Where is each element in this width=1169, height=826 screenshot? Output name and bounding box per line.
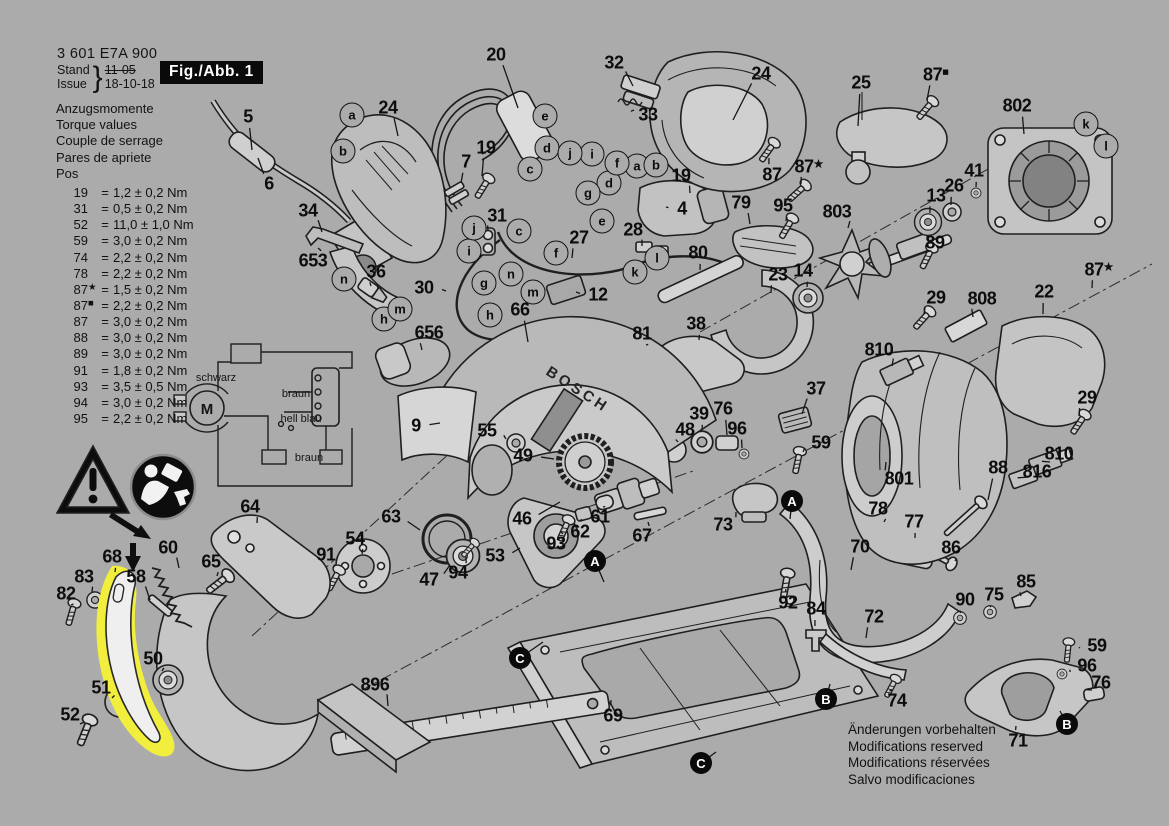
cable-27 (496, 231, 725, 276)
torque-row: 19=1,2 ± 0,2 Nm (73, 185, 188, 200)
torque-heading-line: Anzugsmomente (56, 101, 154, 116)
cover-25 (755, 92, 948, 206)
detail-arrow-icon (109, 512, 151, 572)
lever-64 (202, 514, 331, 619)
part-number: 3 601 E7A 900 (57, 46, 158, 62)
figure-label: Fig./Abb. 1 (160, 61, 263, 84)
torque-heading-line: Torque values (56, 117, 137, 133)
switch-assembly (635, 179, 730, 256)
stand-label: Stand (57, 63, 90, 77)
torque-row: 87★=1,5 ± 0,2 Nm (73, 281, 188, 297)
clamp-7 (443, 170, 498, 205)
torque-row: 95=2,2 ± 0,2 Nm (73, 410, 188, 426)
torque-row: 93=3,5 ± 0,5 Nm (73, 378, 188, 394)
rod-80 (657, 254, 744, 304)
torque-row: 87■=2,2 ± 0,2 Nm (73, 297, 188, 313)
brush-ring (710, 187, 982, 375)
notice-line: Modifications reserved (848, 738, 984, 754)
spring-60 (151, 567, 193, 628)
wiring-schematic: M (173, 343, 353, 487)
rip-fence (316, 683, 611, 774)
torque-row: 52=11,0 ± 1,0 Nm (73, 217, 194, 233)
leader-lines (70, 64, 1094, 764)
torque-row: 94=3,0 ± 0,2 Nm (73, 394, 188, 410)
connector-block (467, 227, 496, 256)
brace-glyph: } (92, 60, 103, 94)
notice-line: Änderungen vorbehalten (848, 722, 996, 737)
field-housing-shell (649, 51, 807, 193)
warning-triangle-icon (55, 444, 131, 514)
motor-mount (374, 337, 451, 387)
torque-row: 91=1,8 ± 0,2 Nm (73, 362, 188, 378)
read-manual-icon (129, 453, 197, 521)
bearing-bracket-71 (964, 636, 1106, 737)
motor-symbol: M (201, 401, 214, 418)
notice-line: Salvo modificaciones (848, 771, 975, 787)
brush-plate-shell (879, 302, 1106, 537)
torque-row: 89=3,0 ± 0,2 Nm (73, 346, 188, 362)
sheet-9 (397, 386, 477, 464)
stand-value: 11-05 (104, 63, 136, 77)
torque-heading-line: Pos (56, 165, 79, 181)
torque-row: 88=3,0 ± 0,2 Nm (73, 330, 188, 346)
highlighted-part-68 (96, 565, 175, 757)
grip-79 (732, 210, 814, 269)
torque-row: 59=3,0 ± 0,2 Nm (73, 233, 188, 249)
torque-row: 31=0,5 ± 0,2 Nm (73, 201, 188, 217)
gear-49 (506, 433, 614, 491)
armature (817, 227, 953, 301)
issue-value: 18-10-18 (104, 76, 155, 91)
torque-heading-line: Pares de apriete (56, 149, 152, 165)
issue-label: Issue (57, 76, 87, 91)
torque-heading-line: Couple de serrage (56, 133, 163, 149)
motor-housing (841, 350, 1008, 565)
grease-nipple (357, 277, 388, 304)
brush-12 (545, 274, 587, 306)
torque-row: 74=2,2 ± 0,2 Nm (73, 249, 188, 265)
torque-row: 87=3,0 ± 0,2 Nm (73, 314, 188, 330)
stand-issue-block: Stand Issue } 11-05 18-10-18 (57, 60, 155, 94)
bearing-cluster (322, 494, 667, 594)
stator (987, 127, 1113, 235)
notice-line: Modifications réservées (848, 755, 990, 771)
allen-key (305, 226, 365, 255)
torque-row: 78=2,2 ± 0,2 Nm (73, 265, 188, 281)
